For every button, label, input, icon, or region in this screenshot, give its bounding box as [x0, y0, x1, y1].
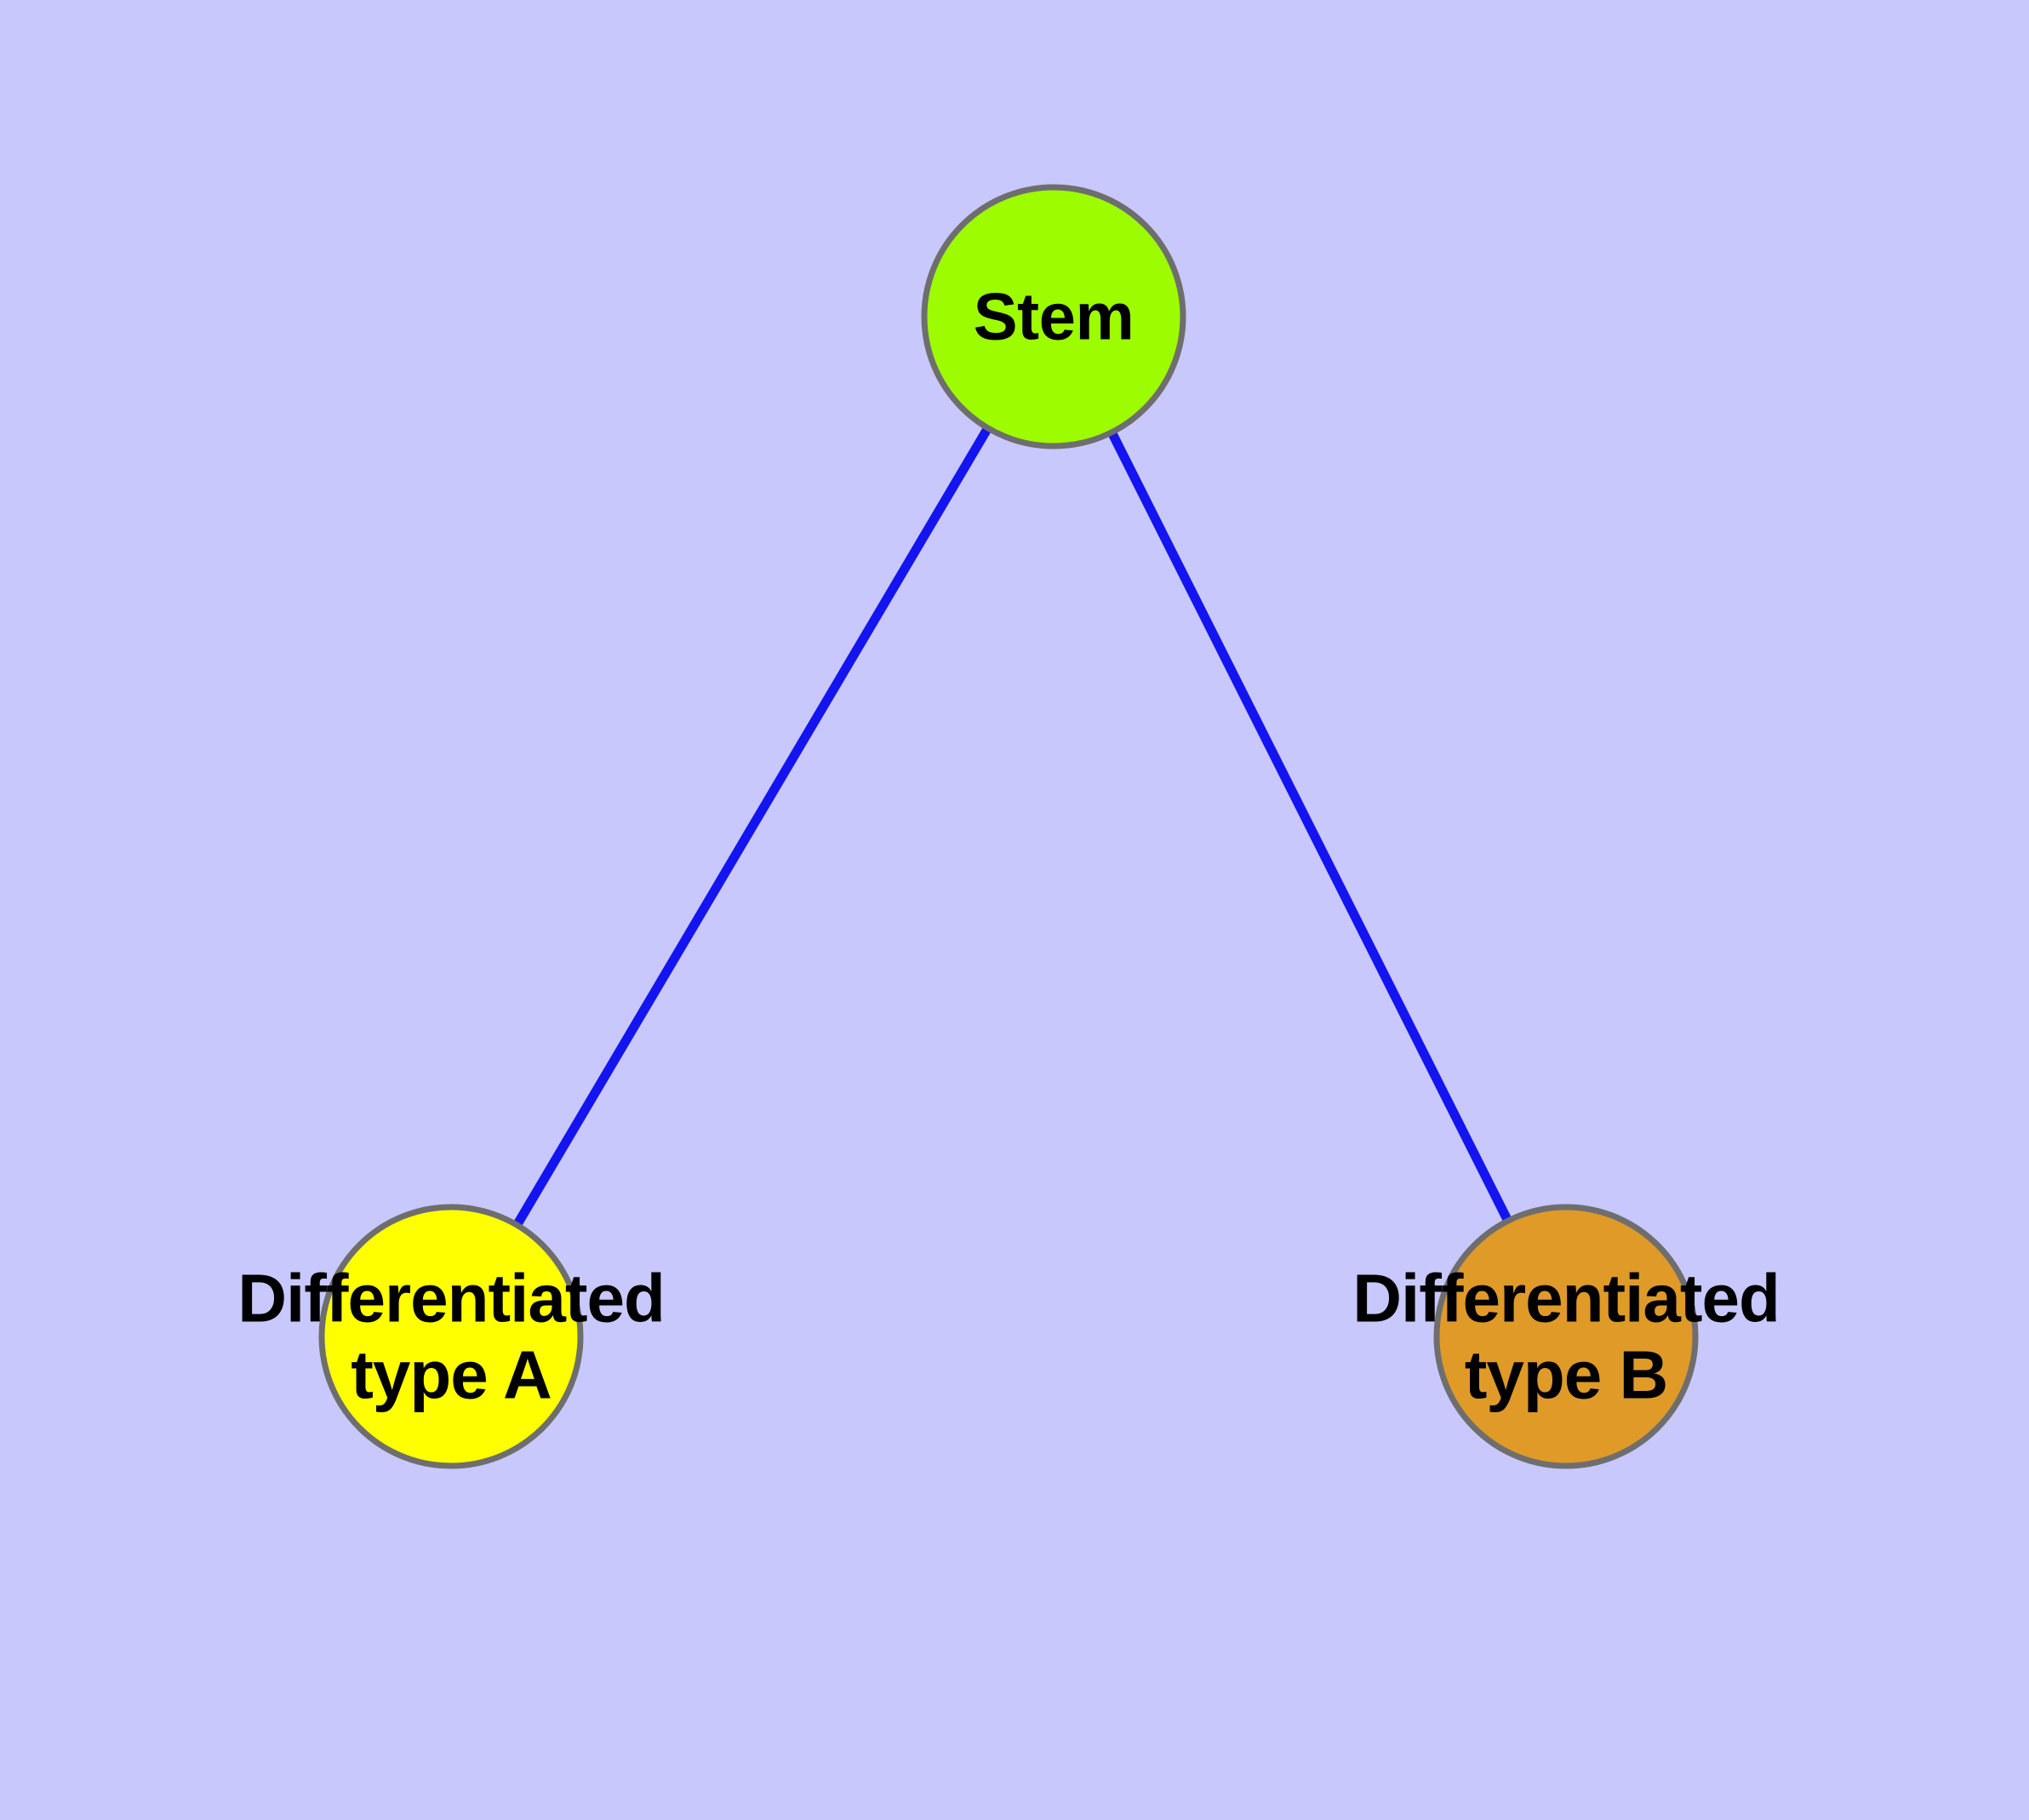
node-differentiated-type-b[interactable] — [1433, 1204, 1699, 1469]
node-layer — [318, 184, 1699, 1469]
node-stem[interactable] — [921, 184, 1186, 449]
node-differentiated-type-a[interactable] — [318, 1204, 584, 1469]
edge-layer — [511, 422, 1514, 1231]
edge-stem-to-differentiated-type-a[interactable] — [511, 422, 994, 1231]
edge-stem-to-differentiated-type-b[interactable] — [1106, 426, 1514, 1227]
